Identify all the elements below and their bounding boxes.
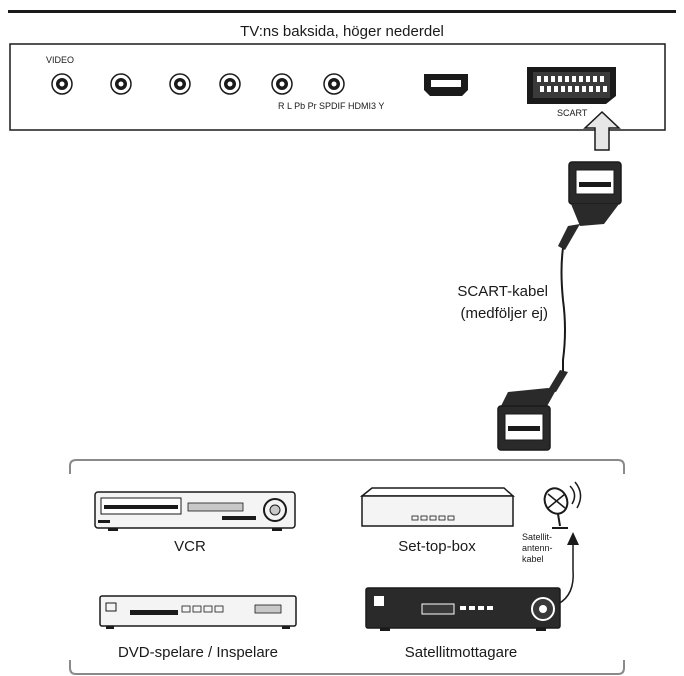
- satellite-receiver-label: Satellitmottagare: [405, 644, 518, 661]
- port-label-right: SPDIF HDMI3 Y: [319, 101, 384, 111]
- scart-label: SCART: [557, 108, 588, 118]
- scart-pin: [596, 86, 600, 92]
- insert-arrow-icon: [583, 110, 621, 151]
- scart-port: [527, 67, 616, 104]
- settop-box-label: Set-top-box: [398, 538, 476, 555]
- antenna-label-line1: Satellit-: [522, 532, 552, 542]
- vcr-label: VCR: [174, 538, 206, 555]
- scart-pin: [593, 76, 597, 82]
- audio-r-jack: [110, 73, 132, 95]
- cable-label-line1: SCART-kabel: [457, 283, 548, 300]
- spdif-jack: [323, 73, 345, 95]
- scart-pin: [547, 86, 551, 92]
- scart-pin: [537, 76, 541, 82]
- scart-pin: [565, 76, 569, 82]
- scart-pin: [554, 86, 558, 92]
- antenna-label-line3: kabel: [522, 554, 544, 564]
- vcr-device: [94, 491, 296, 531]
- video-label: VIDEO: [46, 55, 74, 65]
- scart-pin: [600, 76, 604, 82]
- top-rule: [8, 10, 676, 13]
- scart-pin: [579, 76, 583, 82]
- scart-pin: [589, 86, 593, 92]
- dvd-player-label: DVD-spelare / Inspelare: [118, 644, 278, 661]
- device-bracket-top: [69, 459, 625, 474]
- scart-pin: [575, 86, 579, 92]
- video-jack: [51, 73, 73, 95]
- scart-pin: [568, 86, 572, 92]
- cable-label-line2: (medföljer ej): [460, 305, 548, 322]
- scart-pin: [582, 86, 586, 92]
- scart-plug-top: [558, 161, 622, 250]
- scart-pin: [558, 76, 562, 82]
- pr-jack: [271, 73, 293, 95]
- scart-pin: [544, 76, 548, 82]
- antenna-label-line2: antenn-: [522, 543, 553, 553]
- antenna-arrow-icon: [567, 532, 579, 545]
- scart-pin: [572, 76, 576, 82]
- pb-jack: [219, 73, 241, 95]
- scart-pin: [551, 76, 555, 82]
- hdmi-port: [424, 74, 468, 96]
- scart-plug-bottom: [497, 370, 568, 451]
- scart-cable: [560, 247, 566, 372]
- satellite-dish-icon: [543, 481, 582, 529]
- scart-pin: [561, 86, 565, 92]
- audio-l-jack: [169, 73, 191, 95]
- device-bracket-bottom: [69, 660, 625, 675]
- scart-pin: [540, 86, 544, 92]
- scart-pin: [603, 86, 607, 92]
- panel-title: TV:ns baksida, höger nederdel: [240, 23, 444, 40]
- satellite-receiver-device: [365, 587, 561, 631]
- port-label-left: R L Pb Pr: [278, 101, 317, 111]
- tv-back-panel: VIDEO: [9, 43, 666, 131]
- settop-box-device: [359, 487, 515, 527]
- scart-pin: [586, 76, 590, 82]
- dvd-player-device: [99, 595, 297, 629]
- antenna-cable-line: [557, 542, 574, 605]
